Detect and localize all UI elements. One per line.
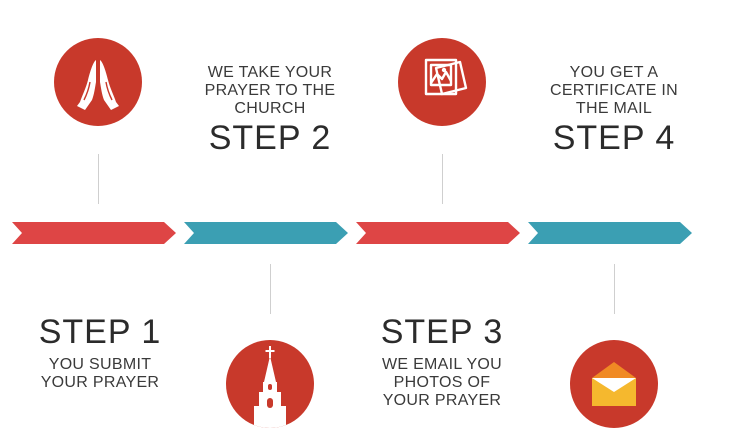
church-steeple-icon <box>254 346 286 428</box>
step-4-line-1: YOU GET A <box>569 64 659 81</box>
step-2-line-3: CHURCH <box>234 100 306 117</box>
step-4-line-2: CERTIFICATE IN <box>549 82 679 99</box>
step-3-line-2: PHOTOS OF <box>393 374 491 391</box>
step-1-line-2: YOUR PRAYER <box>40 374 160 391</box>
step-2-line-1: WE TAKE YOUR <box>207 64 333 81</box>
step-3-description: WE EMAIL YOU PHOTOS OF YOUR PRAYER <box>342 356 542 410</box>
step-3-title: STEP 3 <box>380 313 504 351</box>
connector-line-4 <box>614 264 615 314</box>
step-4-description: YOU GET A CERTIFICATE IN THE MAIL <box>514 64 714 118</box>
photos-icon <box>424 58 468 96</box>
step-1-title: STEP 1 <box>38 313 162 351</box>
timeline-arrow-2 <box>184 222 348 244</box>
envelope-icon <box>592 362 636 406</box>
step-2-line-2: PRAYER TO THE <box>204 82 336 99</box>
step-3-line-1: WE EMAIL YOU <box>381 356 503 373</box>
step-4-icon-circle <box>570 340 658 428</box>
connector-line-3 <box>442 154 443 204</box>
step-4-line-3: THE MAIL <box>575 100 653 117</box>
step-2-icon-circle <box>226 340 314 428</box>
connector-line-2 <box>270 264 271 314</box>
step-4-title: STEP 4 <box>552 119 676 157</box>
step-3-line-3: YOUR PRAYER <box>382 392 502 409</box>
step-3-icon-circle <box>398 38 486 126</box>
timeline-arrow-3 <box>356 222 520 244</box>
timeline-arrow-1 <box>12 222 176 244</box>
step-1-icon-circle <box>54 38 142 126</box>
step-2-title: STEP 2 <box>208 119 332 157</box>
timeline-arrow-4 <box>528 222 692 244</box>
praying-hands-icon <box>77 60 119 110</box>
connector-line-1 <box>98 154 99 204</box>
step-2-description: WE TAKE YOUR PRAYER TO THE CHURCH <box>170 64 370 118</box>
step-1-description: YOU SUBMIT YOUR PRAYER <box>0 356 200 392</box>
step-1-line-1: YOU SUBMIT <box>48 356 152 373</box>
